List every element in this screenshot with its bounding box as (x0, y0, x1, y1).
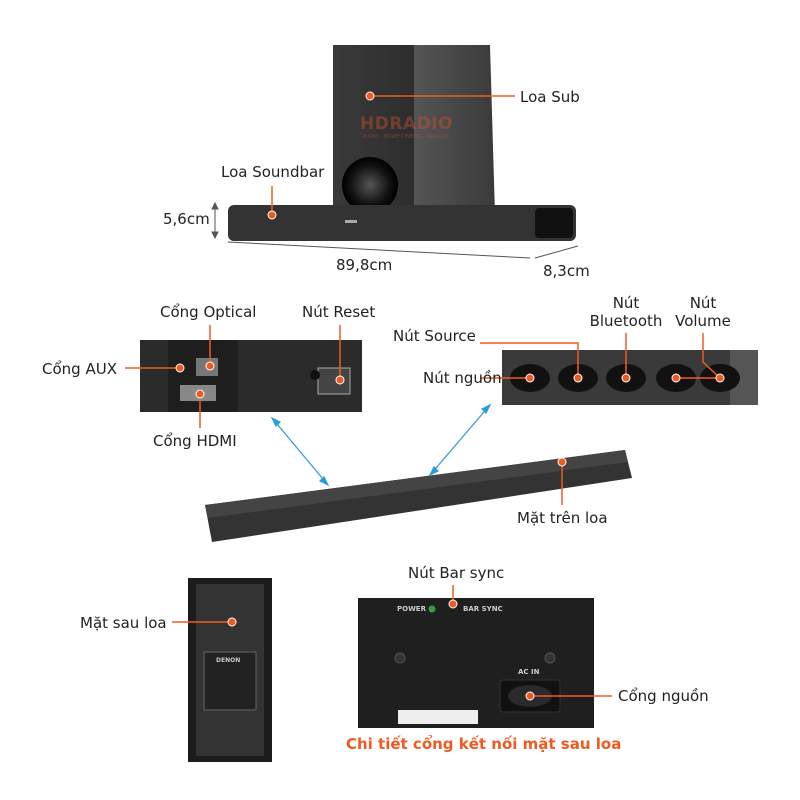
label-reset: Nút Reset (302, 303, 376, 321)
label-bar-sync: Nút Bar sync (408, 564, 505, 582)
watermark-brand: HDRADIO (360, 114, 453, 134)
soundbar-image (228, 205, 576, 241)
power-led (428, 605, 436, 613)
rear-brand-text: DENON (216, 657, 241, 664)
label-source: Nút Source (393, 327, 476, 345)
label-volume: Nút Volume (675, 294, 731, 330)
label-power-port: Cổng nguồn (618, 687, 709, 705)
label-soundbar: Loa Soundbar (221, 163, 325, 181)
callout-lines (125, 95, 721, 697)
label-width: 89,8cm (336, 256, 393, 274)
label-power-button: Nút nguồn (423, 369, 502, 387)
label-aux: Cổng AUX (42, 360, 117, 378)
label-bluetooth: Nút Bluetooth (589, 294, 663, 330)
label-sub: Loa Sub (520, 88, 580, 106)
rear-ports-image (140, 340, 362, 412)
dimension-arrows (211, 201, 579, 259)
sub-port (342, 157, 398, 213)
caption: Chi tiết cổng kết nối mặt sau loa (346, 735, 622, 753)
subwoofer-image (333, 45, 495, 215)
label-depth: 8,3cm (543, 262, 590, 280)
rear-speaker-image (188, 578, 272, 762)
zoom-arrows (270, 403, 492, 487)
soundbar-top-image (205, 450, 632, 542)
sub-rear-panel-image (358, 598, 594, 728)
label-top-face: Mặt trên loa (517, 509, 608, 527)
callout-markers (175, 91, 725, 701)
label-rear-face: Mặt sau loa (80, 614, 167, 632)
label-height: 5,6cm (163, 210, 210, 228)
panel-bar-sync-text: BAR SYNC (463, 605, 503, 613)
label-hdmi: Cổng HDMI (153, 432, 237, 450)
panel-power-text: POWER (397, 605, 426, 613)
label-optical: Cổng Optical (160, 303, 257, 321)
panel-ac-in-text: AC IN (518, 668, 540, 676)
watermark-tagline: AUDIO - MOVIE CINEMA - KARAOKE (362, 134, 450, 140)
